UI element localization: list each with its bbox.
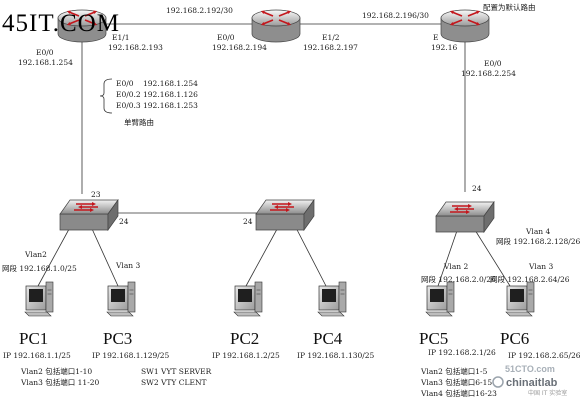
subif-name: E0/0 xyxy=(116,79,134,88)
sw3-port-up: 24 xyxy=(472,184,482,193)
note-line: Vlan3 包括端口6-15 xyxy=(420,377,492,387)
pc-name: PC4 xyxy=(313,329,343,348)
link-r2-r3-subnet: 192.168.2.196/30 xyxy=(362,11,429,20)
sw3-vlan4-label: Vlan 4 xyxy=(525,227,551,236)
switch-sw1 xyxy=(59,199,119,231)
sw1-port-right: 24 xyxy=(119,217,129,226)
note-line: Vlan4 包括端口16-23 xyxy=(420,388,497,398)
switch-sw3 xyxy=(435,201,495,233)
r1-int-down: E0/0 xyxy=(36,48,54,57)
link-sw2-pc4 xyxy=(291,219,327,287)
notes-middle: SW1 VYT SERVER SW2 VTY CLENT xyxy=(141,367,212,387)
link-sw3-pc6 xyxy=(469,221,511,287)
link-r1-r2-subnet: 192.168.2.192/30 xyxy=(166,6,233,15)
pc-ip: IP 192.168.1.129/25 xyxy=(92,351,170,360)
sw1-vlan2-label: Vlan2 xyxy=(24,250,47,259)
sw3-vlan4-net: 网段 192.168.2.128/26 xyxy=(496,236,580,246)
links xyxy=(37,23,511,287)
r1-int-up: E1/1 xyxy=(112,33,130,42)
subif-ip: 192.168.1.254 xyxy=(143,79,198,88)
chinaitlab-stamp: 51CTO.com chinaitlab 中国 IT 实验室 xyxy=(492,364,567,397)
r1-ip-down: 192.168.1.254 xyxy=(18,58,73,67)
site-watermark: 45IT.COM xyxy=(2,10,120,37)
pc-name: PC1 xyxy=(19,329,48,348)
sw3-vlan3-net: 网段 192.168.2.64/26 xyxy=(490,274,570,284)
link-sw3-pc5 xyxy=(437,221,461,287)
notes-right: Vlan2 包括端口1-5 Vlan3 包括端口6-15 Vlan4 包括端口1… xyxy=(420,366,497,398)
r2-int-left: E0/0 xyxy=(217,33,235,42)
sw1-port-up: 23 xyxy=(91,190,101,199)
subif-caption: 单臂路由 xyxy=(124,117,154,127)
r2-ip-right: 192.168.2.197 xyxy=(303,43,358,52)
note-line: Vlan2 包括端口1-5 xyxy=(420,366,488,376)
pc-name: PC3 xyxy=(103,329,132,348)
note-line: SW1 VYT SERVER xyxy=(141,367,212,376)
pc-icon-pc1 xyxy=(24,281,54,317)
pc-ip: IP 192.168.1.1/25 xyxy=(3,351,71,360)
r2-ip-left: 192.168.2.194 xyxy=(212,43,267,52)
sw3-vlan3-label: Vlan 3 xyxy=(528,262,554,271)
note-line: SW2 VTY CLENT xyxy=(141,378,207,387)
link-sw1-pc3 xyxy=(87,219,119,287)
pc-ip: IP 192.168.2.65/26 xyxy=(508,351,580,360)
sw3-vlan2-label: Vlan 2 xyxy=(443,262,469,271)
r2-int-right: E1/2 xyxy=(322,33,340,42)
pc-icon-pc3 xyxy=(106,281,136,317)
pc-icon-pc2 xyxy=(233,281,263,317)
subif-ip: 192.168.1.126 xyxy=(143,90,198,99)
subif-ip: 192.168.1.253 xyxy=(143,101,198,110)
subinterface-brace xyxy=(99,78,113,114)
sw2-port-left: 24 xyxy=(243,217,253,226)
pc-ip: IP 192.168.2.1/26 xyxy=(428,348,496,357)
switch-sw2 xyxy=(255,199,315,231)
link-sw1-pc1 xyxy=(37,219,75,287)
pc-name: PC2 xyxy=(230,329,259,348)
subif-name: E0/0.3 xyxy=(116,101,141,110)
pc-ip: IP 192.168.1.130/25 xyxy=(297,351,375,360)
r3-default-route-label: 配置为默认路由 xyxy=(483,2,536,12)
r3-ip-down: 192.168.2.254 xyxy=(461,69,516,78)
notes-left: Vlan2 包括端口1-10 Vlan3 包括端口 11-20 xyxy=(20,366,100,387)
note-line: Vlan3 包括端口 11-20 xyxy=(20,377,100,387)
pc-name: PC5 xyxy=(419,329,448,348)
r3-int-left: E xyxy=(433,33,438,42)
pc-icon-pc5 xyxy=(425,281,455,317)
router-r3 xyxy=(440,9,490,43)
r3-int-down: E0/0 xyxy=(484,59,502,68)
sw3-vlan2-net: 网段 192.168.2.0/26 xyxy=(421,274,496,284)
r3-ip-left: 192.16 xyxy=(431,43,457,52)
pc-icon-pc6 xyxy=(505,281,535,317)
stamp-line3: 中国 IT 实验室 xyxy=(528,389,567,397)
pc-ip: IP 192.168.1.2/25 xyxy=(212,351,280,360)
sw1-vlan2-net: 网段 192.168.1.0/25 xyxy=(2,263,77,273)
pc-icon-pc4 xyxy=(317,281,347,317)
router-r2 xyxy=(251,9,301,43)
stamp-line2: chinaitlab xyxy=(506,377,558,389)
pc-name: PC6 xyxy=(500,329,529,348)
subinterface-list: E0/0 192.168.1.254 E0/0.2 192.168.1.126 … xyxy=(116,79,198,127)
subif-name: E0/0.2 xyxy=(116,90,141,99)
sw1-vlan3-label: Vlan 3 xyxy=(115,261,141,270)
link-sw2-pc2 xyxy=(245,219,283,287)
r1-ip-up: 192.168.2.193 xyxy=(108,43,163,52)
note-line: Vlan2 包括端口1-10 xyxy=(20,366,92,376)
stamp-line1: 51CTO.com xyxy=(505,364,555,374)
stamp-logo-icon xyxy=(492,376,504,388)
